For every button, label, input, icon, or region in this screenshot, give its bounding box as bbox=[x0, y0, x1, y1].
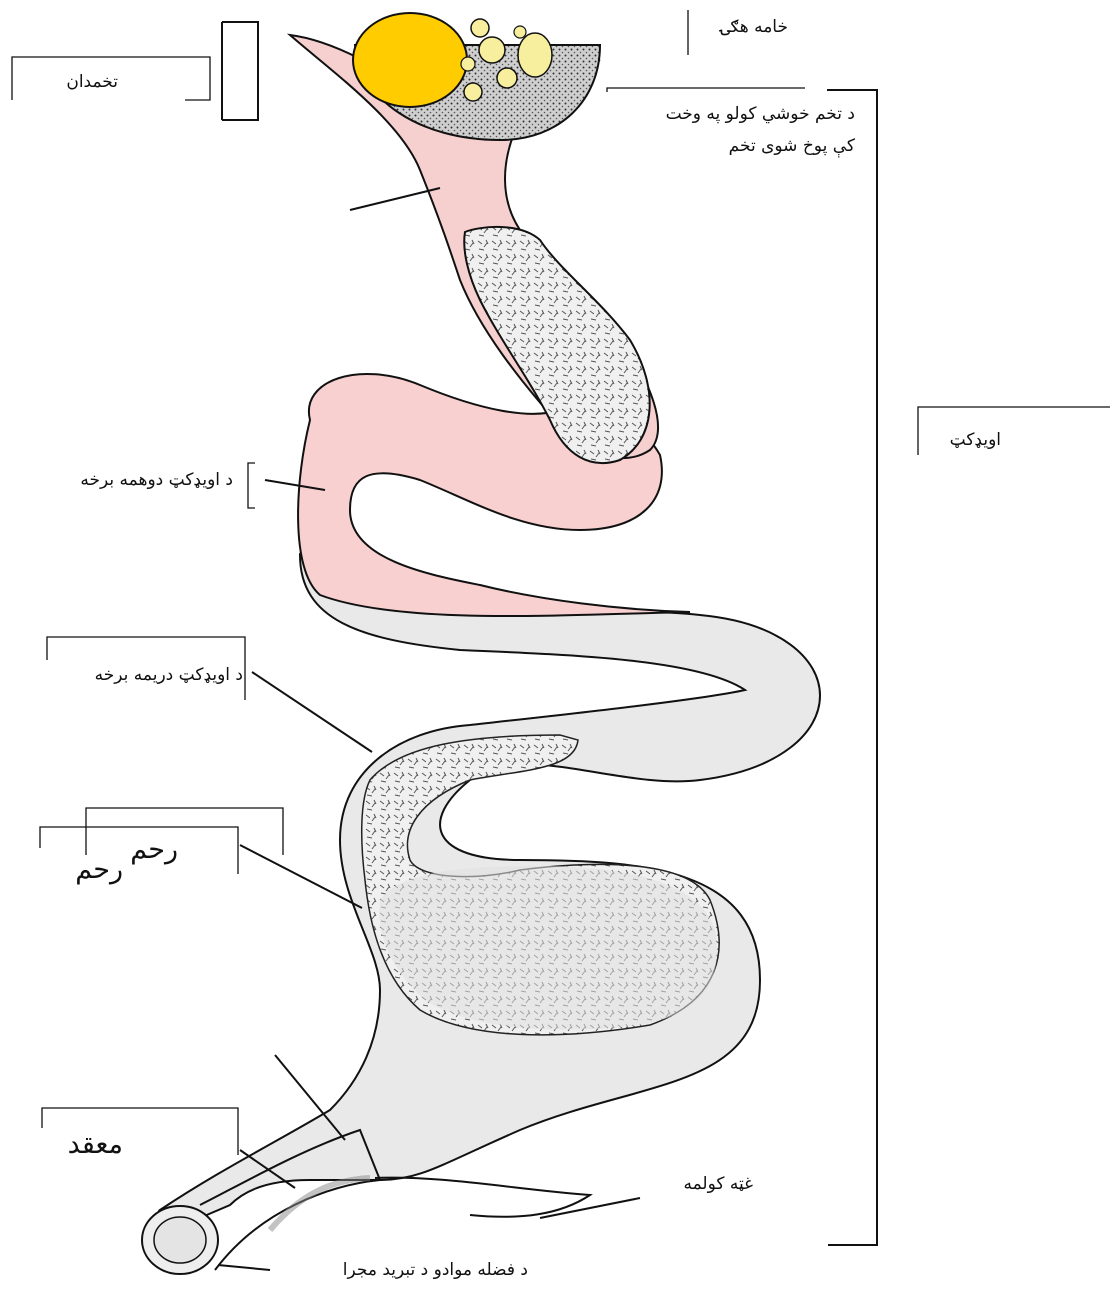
label-rahim-2: رحم bbox=[130, 830, 178, 871]
cloaca-opening bbox=[154, 1217, 206, 1263]
label-khama-hagay: خامه هګۍ bbox=[720, 15, 788, 41]
intestine-line bbox=[375, 1178, 590, 1217]
label-tukhmdan: تخمدان bbox=[66, 70, 118, 96]
pointer-ovulation bbox=[350, 188, 440, 210]
ovary-bracket bbox=[222, 22, 258, 120]
large-yolk bbox=[353, 13, 467, 107]
label-rahim-1: رحم bbox=[75, 850, 123, 891]
small-yolk-7 bbox=[461, 57, 475, 71]
small-yolk-1 bbox=[518, 33, 552, 77]
oviduct-label-box bbox=[918, 407, 1110, 455]
label-maqad: معقد bbox=[68, 1125, 123, 1166]
junction-smudge bbox=[270, 1178, 370, 1230]
first-part-bracket bbox=[248, 463, 255, 508]
label-ovulation: د تخم خوشي کولو په وخت کې پوخ شوی تخم bbox=[655, 98, 855, 163]
small-yolk-3 bbox=[471, 19, 489, 37]
small-yolk-6 bbox=[514, 26, 526, 38]
label-large-intestine: غټه کولمه bbox=[683, 1172, 753, 1198]
label-cloaca: د فضله موادو د تبرید مجرا bbox=[343, 1258, 528, 1284]
ovulation-box bbox=[607, 88, 805, 92]
small-yolk-2 bbox=[479, 37, 505, 63]
small-yolk-4 bbox=[497, 68, 517, 88]
label-oviduct-first: د اویډکټ دوهمه برخه bbox=[80, 468, 233, 494]
pointer-intestine bbox=[540, 1198, 640, 1218]
label-oviduct-third: د اویډکټ دریمه برخه bbox=[95, 663, 243, 689]
small-yolk-5 bbox=[464, 83, 482, 101]
rahim2-box bbox=[86, 808, 283, 855]
pointer-third-part bbox=[252, 672, 372, 752]
label-oviduct: اویډکټ bbox=[950, 428, 1001, 454]
oviduct-bracket bbox=[827, 90, 877, 1245]
pointer-cloaca bbox=[218, 1265, 270, 1270]
